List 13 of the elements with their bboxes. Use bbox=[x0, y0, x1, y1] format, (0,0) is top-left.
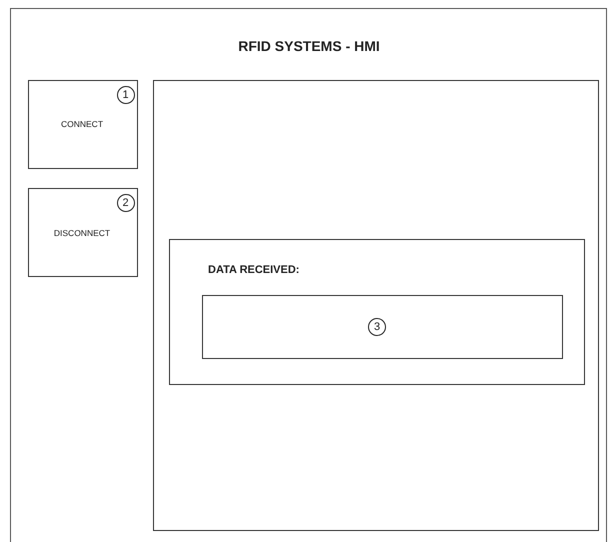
button-label: DISCONNECT bbox=[52, 228, 112, 238]
main-panel bbox=[152, 80, 598, 530]
window-frame bbox=[10, 8, 607, 542]
disconnect-button bbox=[28, 188, 138, 276]
button-label: CONNECT bbox=[60, 118, 104, 128]
section-heading: DATA RECEIVED: bbox=[208, 264, 300, 276]
data-output-field bbox=[202, 294, 562, 358]
callout-number: 2 bbox=[116, 194, 134, 212]
callout-number: 3 bbox=[368, 318, 386, 336]
window-title: RFID SYSTEMS - HMI bbox=[237, 38, 381, 54]
callout-number: 1 bbox=[116, 86, 134, 104]
connect-button bbox=[28, 80, 138, 168]
data-panel bbox=[169, 239, 585, 385]
